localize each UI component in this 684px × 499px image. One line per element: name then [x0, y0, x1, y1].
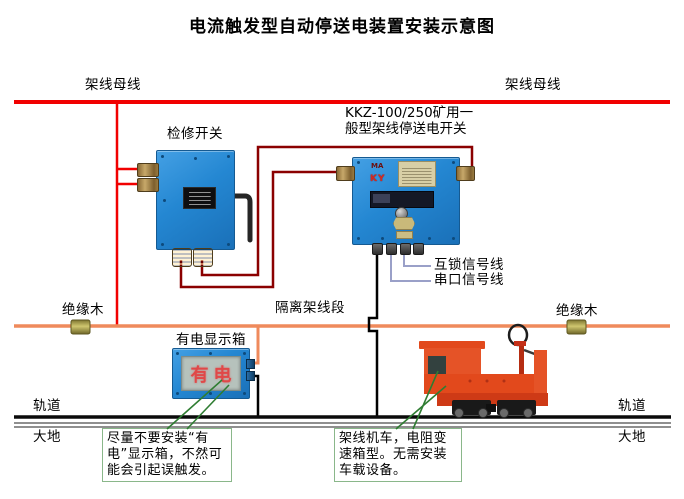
earth-label-right: 大地: [618, 429, 646, 445]
switch-handle: [230, 193, 253, 243]
kkz-gland-bottom-2: [386, 243, 397, 255]
isolated-section-label: 隔离架线段: [275, 300, 345, 316]
callout-line-loco-2: [412, 370, 439, 430]
interlock-signal-wire: [403, 250, 431, 267]
kkz-gland-bottom-1: [372, 243, 383, 255]
note-display-warning: 尽量不要安装“有电”显示箱，不然可能会引起误触发。: [102, 428, 232, 482]
nameplate-dark: [183, 187, 216, 209]
display-terminal-ground: [246, 371, 255, 381]
earth-label-left: 大地: [33, 429, 61, 445]
deck-rivet: [468, 379, 472, 383]
bus-label-right: 架线母线: [505, 77, 561, 93]
rail-label-left: 轨道: [33, 398, 61, 414]
loco-deck: [424, 374, 547, 394]
note-locomotive: 架线机车，电阻变速箱型。无需安装车载设备。: [334, 428, 462, 482]
serial-signal-label: 串口信号线: [434, 272, 504, 288]
callout-line-display-2: [186, 384, 230, 430]
interlock-signal-label: 互锁信号线: [434, 257, 504, 273]
locomotive: [419, 323, 548, 418]
feeder-wire-inner: [179, 170, 340, 289]
hang-tag-small: [396, 231, 413, 239]
kkz-switch-label: KKZ-100/250矿用一 般型架线停送电开关: [345, 105, 474, 137]
screw-dots: [357, 161, 360, 164]
rail-bond-wire: [367, 250, 379, 416]
cable-gland-left-2: [137, 178, 159, 192]
page-title: 电流触发型自动停送电装置安装示意图: [189, 17, 495, 37]
deck-rivet: [502, 379, 506, 383]
cable-gland-bottom-2: [193, 248, 213, 267]
pole-base: [514, 341, 526, 346]
nameplate-tan: [398, 161, 436, 187]
insulator-left: [70, 319, 91, 335]
bus-label-left: 架线母线: [85, 77, 141, 93]
display-window-segment: [373, 194, 390, 203]
screw-dots: [176, 352, 179, 355]
cab-roof: [419, 341, 485, 349]
serial-signal-wire: [390, 250, 431, 282]
display-screen: 有电: [181, 356, 241, 391]
ma-cert-logo: MA: [371, 162, 384, 170]
insulator-right-label: 绝缘木: [556, 303, 598, 319]
maintenance-switch-label: 检修开关: [167, 126, 223, 142]
display-terminal-power: [246, 359, 255, 369]
kkz-switch-box: MA KY: [352, 157, 460, 245]
loco-rear-post: [534, 350, 547, 394]
wheel: [478, 408, 488, 418]
gearbox: [486, 404, 496, 412]
trolley-pole: [519, 345, 524, 375]
kkz-gland-right: [456, 166, 475, 181]
kkz-switch-label-line2: 般型架线停送电开关: [345, 120, 467, 137]
insulator-left-label: 绝缘木: [62, 302, 104, 318]
rail-label-right: 轨道: [618, 398, 646, 414]
ky-mark: KY: [370, 174, 386, 184]
insulator-right: [566, 319, 587, 335]
wheel: [454, 408, 464, 418]
kkz-gland-bottom-4: [413, 243, 424, 255]
screw-dots: [161, 155, 164, 158]
deck-rivet: [485, 379, 489, 383]
hang-tag: [393, 217, 415, 230]
kkz-switch-label-line1: KKZ-100/250矿用一: [345, 105, 474, 121]
cable-gland-bottom-1: [172, 248, 192, 267]
callout-line-loco-1: [395, 385, 447, 430]
cable-gland-left-1: [137, 163, 159, 177]
kkz-gland-left: [336, 166, 355, 181]
display-box-label: 有电显示箱: [176, 332, 246, 348]
wheel: [499, 408, 509, 418]
wheel: [523, 408, 533, 418]
kkz-gland-bottom-3: [400, 243, 411, 255]
callout-line-display-1: [166, 379, 223, 430]
